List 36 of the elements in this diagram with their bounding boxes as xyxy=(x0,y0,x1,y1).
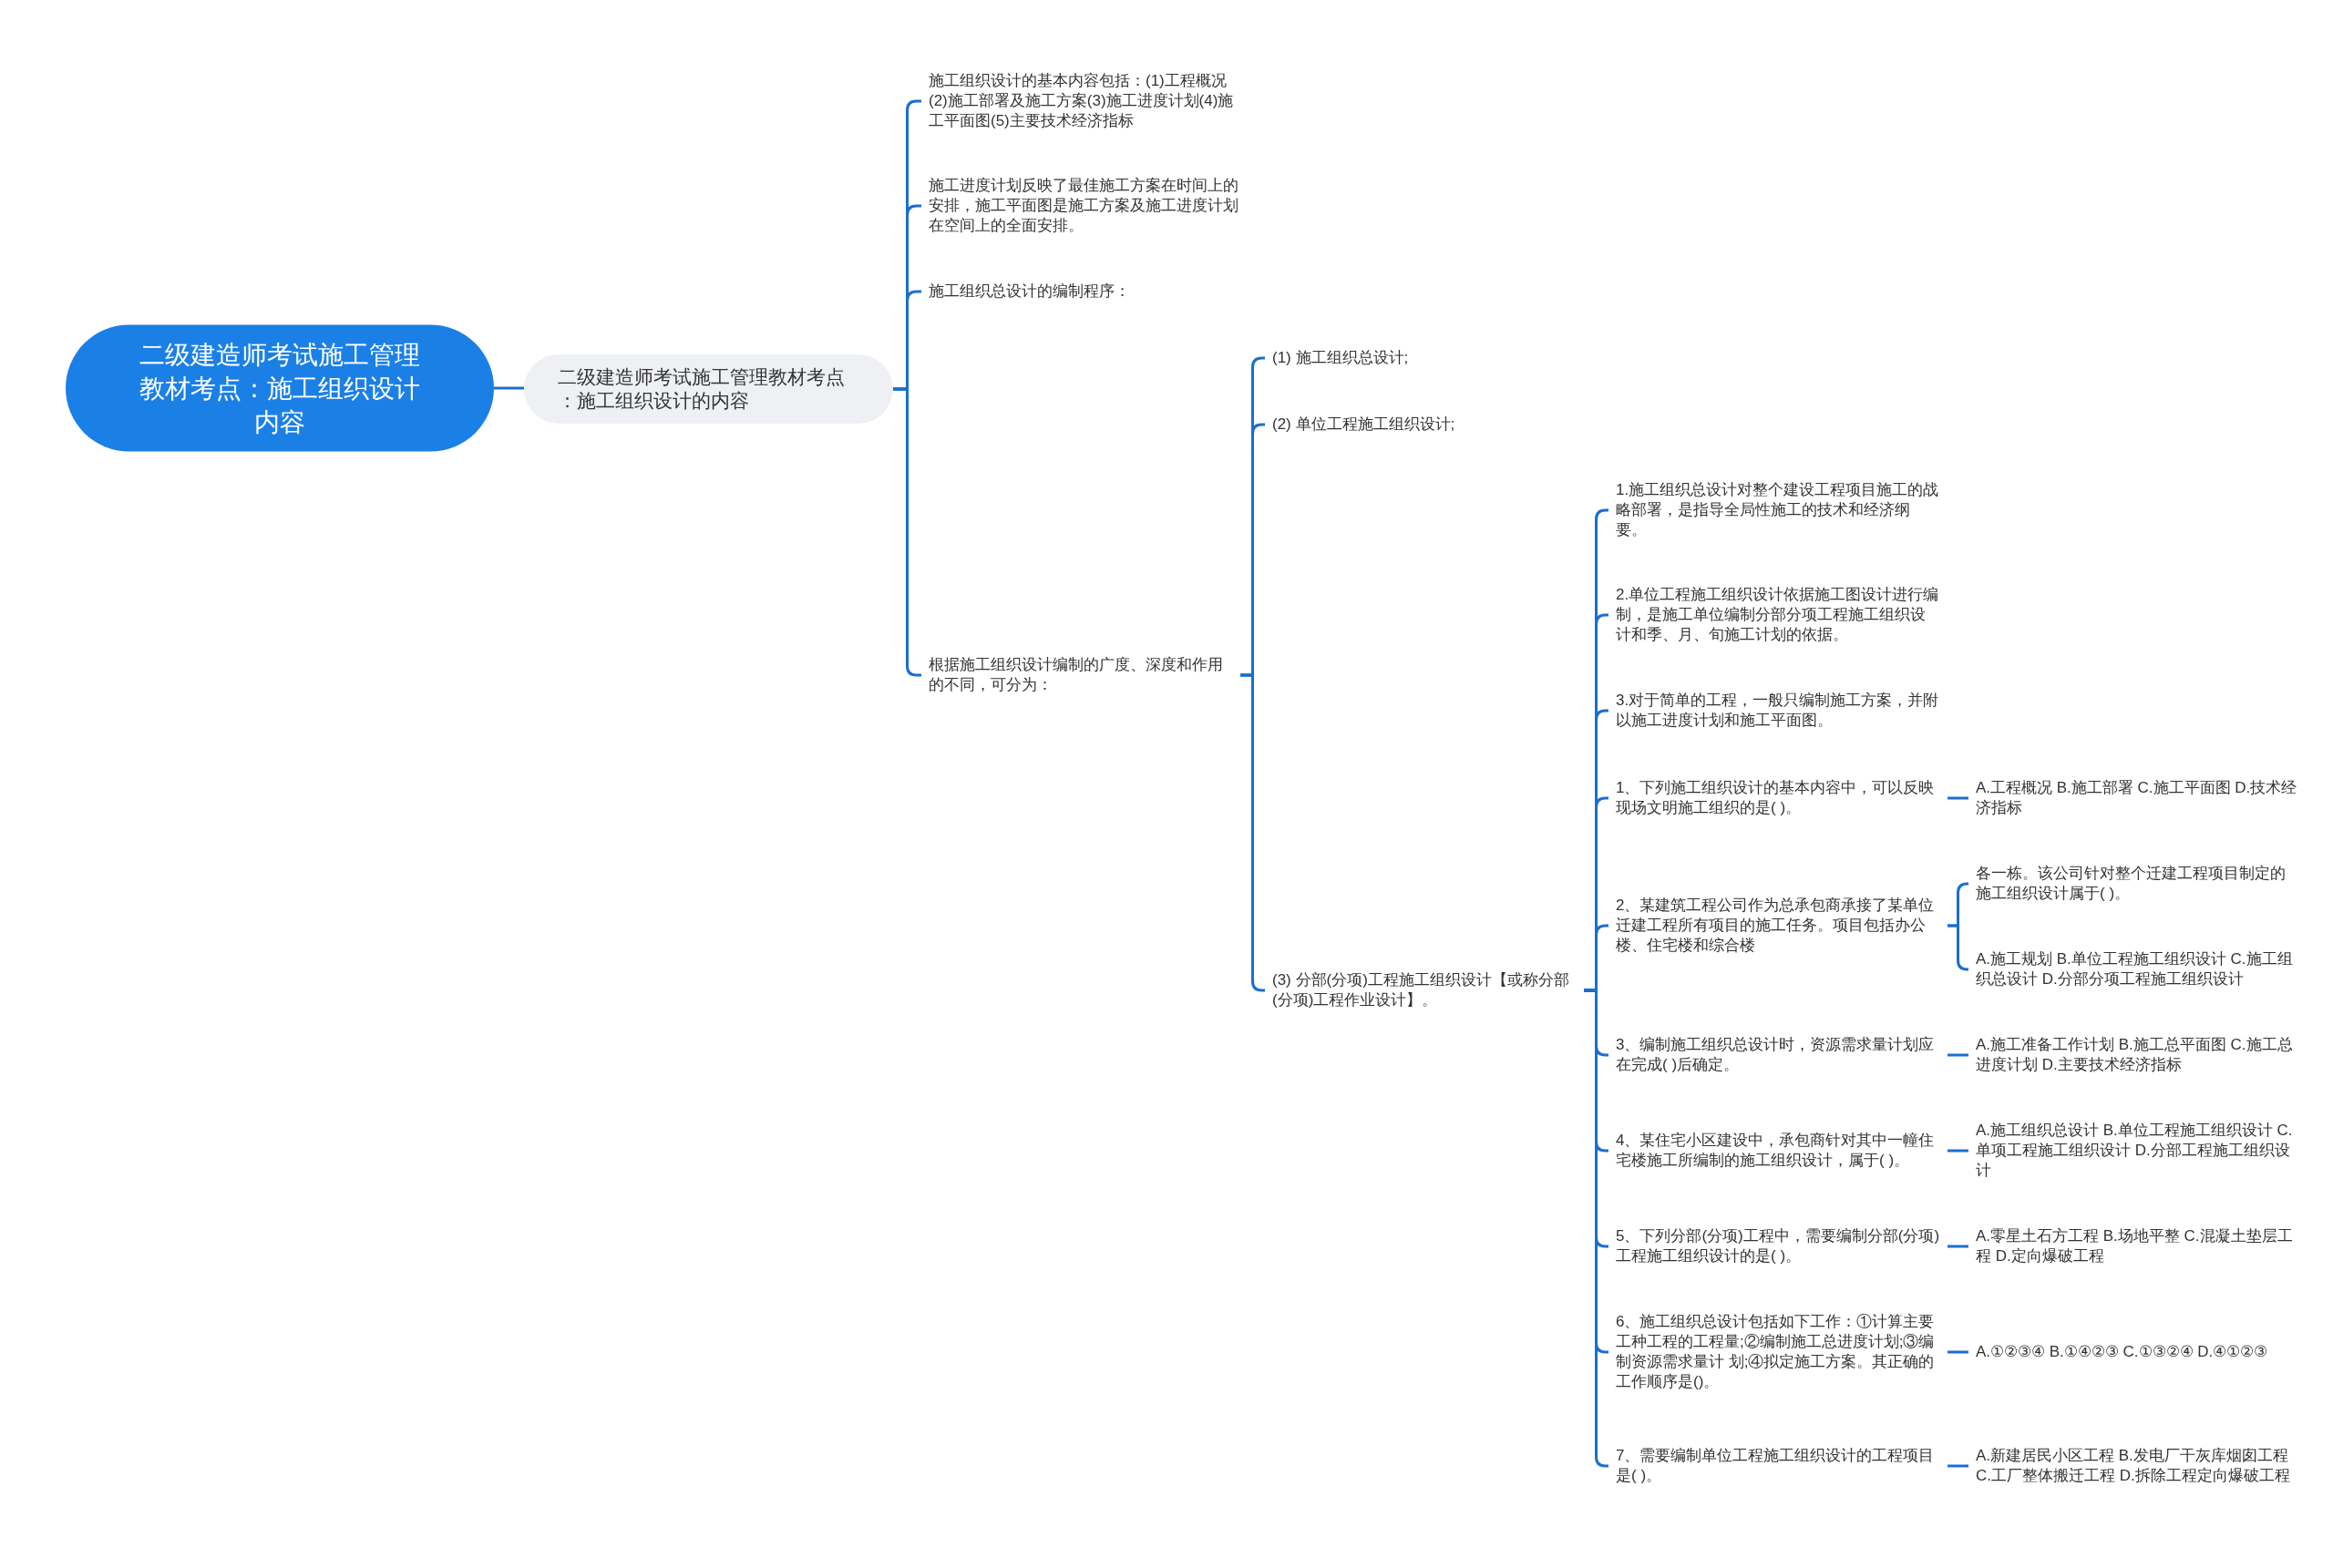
subtopic-text: 施工组织设计的基本内容包括：(1)工程概况(2)施工部署及施工方案(3)施工进度计划(4)施工平面图(5)主要技术经济指标 xyxy=(921,71,1246,131)
connector-line xyxy=(1948,1350,1968,1354)
connector-line xyxy=(1584,989,1609,1468)
subtopic-text: (2) 单位工程施工组织设计; xyxy=(1265,415,1584,435)
subtopic-text: 根据施工组织设计编制的广度、深度和作用的不同，可分为： xyxy=(921,655,1240,695)
question-text: 3、编制施工组织总设计时，资源需求量计划应在完成( )后确定。 xyxy=(1608,1035,1948,1075)
connector-line xyxy=(1948,924,1969,971)
key-point-text: 1.施工组织总设计对整个建设工程项目施工的战略部署，是指导全局性施工的技术和经济纲要。 xyxy=(1608,480,1948,540)
answer-options-text: A.新建居民小区工程 B.发电厂干灰库烟囱工程 C.工厂整体搬迁工程 D.拆除工程定向爆破工程 xyxy=(1968,1446,2307,1486)
answer-options-text: 各一栋。该公司针对整个迁建工程项目制定的施工组织设计属于( )。 xyxy=(1968,864,2307,904)
subtopic-text: (1) 施工组织总设计; xyxy=(1265,348,1584,368)
question-text: 4、某住宅小区建设中，承包商针对其中一幢住宅楼施工所编制的施工组织设计，属于( )。 xyxy=(1608,1131,1948,1171)
answer-options-text: A.施工准备工作计划 B.施工总平面图 C.施工总进度计划 D.主要技术经济指标 xyxy=(1968,1035,2307,1075)
subtopic-text: (3) 分部(分项)工程施工组织设计【或称分部(分项)工程作业设计】。 xyxy=(1265,970,1584,1010)
connector-line xyxy=(1948,1053,1968,1057)
connector-line xyxy=(1948,1464,1968,1468)
answer-options-text: A.零星土石方工程 B.场地平整 C.混凝土垫层工程 D.定向爆破工程 xyxy=(1968,1226,2307,1266)
question-text: 7、需要编制单位工程施工组织设计的工程项目是( )。 xyxy=(1608,1446,1948,1486)
main-topic: 二级建造师考试施工管理教材考点：施工组织设计的内容 xyxy=(524,354,893,424)
subtopic-text: 施工进度计划反映了最佳施工方案在时间上的安排，施工平面图是施工方案及施工进度计划在空间上的全面安排。 xyxy=(921,176,1246,236)
question-text: 1、下列施工组织设计的基本内容中，可以反映现场文明施工组织的是( )。 xyxy=(1608,778,1948,818)
connector-line xyxy=(494,386,524,390)
answer-options-text: A.工程概况 B.施工部署 C.施工平面图 D.技术经济指标 xyxy=(1968,778,2307,818)
connector-line xyxy=(1948,1245,1968,1248)
key-point-text: 3.对于简单的工程，一般只编制施工方案，并附以施工进度计划和施工平面图。 xyxy=(1608,691,1948,731)
subtopic-text: 施工组织总设计的编制程序： xyxy=(921,282,1246,302)
root-topic: 二级建造师考试施工管理教材考点：施工组织设计内容 xyxy=(66,324,494,452)
key-point-text: 2.单位工程施工组织设计依据施工图设计进行编制，是施工单位编制分部分项工程施工组织设计和季、月、旬施工计划的依据。 xyxy=(1608,585,1948,645)
answer-options-text: A.施工组织总设计 B.单位工程施工组织设计 C.单项工程施工组织设计 D.分部工程施工组织设计 xyxy=(1968,1121,2307,1181)
connector-line xyxy=(1948,796,1968,800)
question-text: 5、下列分部(分项)工程中，需要编制分部(分项)工程施工组织设计的是( )。 xyxy=(1608,1226,1948,1266)
answer-options-text: A.施工规划 B.单位工程施工组织设计 C.施工组织总设计 D.分部分项工程施工组织设计 xyxy=(1968,949,2307,989)
connector-line xyxy=(1948,1149,1968,1153)
question-text: 6、施工组织总设计包括如下工作：①计算主要工种工程的工程量;②编制施工总进度计划;③编制资源需求量计 划;④拟定施工方案。其正确的工作顺序是()。 xyxy=(1608,1312,1948,1392)
answer-options-text: A.①②③④ B.①④②③ C.①③②④ D.④①②③ xyxy=(1968,1342,2307,1362)
question-text: 2、某建筑工程公司作为总承包商承接了某单位迁建工程所有项目的施工任务。项目包括办公楼、住宅楼和综合楼 xyxy=(1608,896,1948,956)
